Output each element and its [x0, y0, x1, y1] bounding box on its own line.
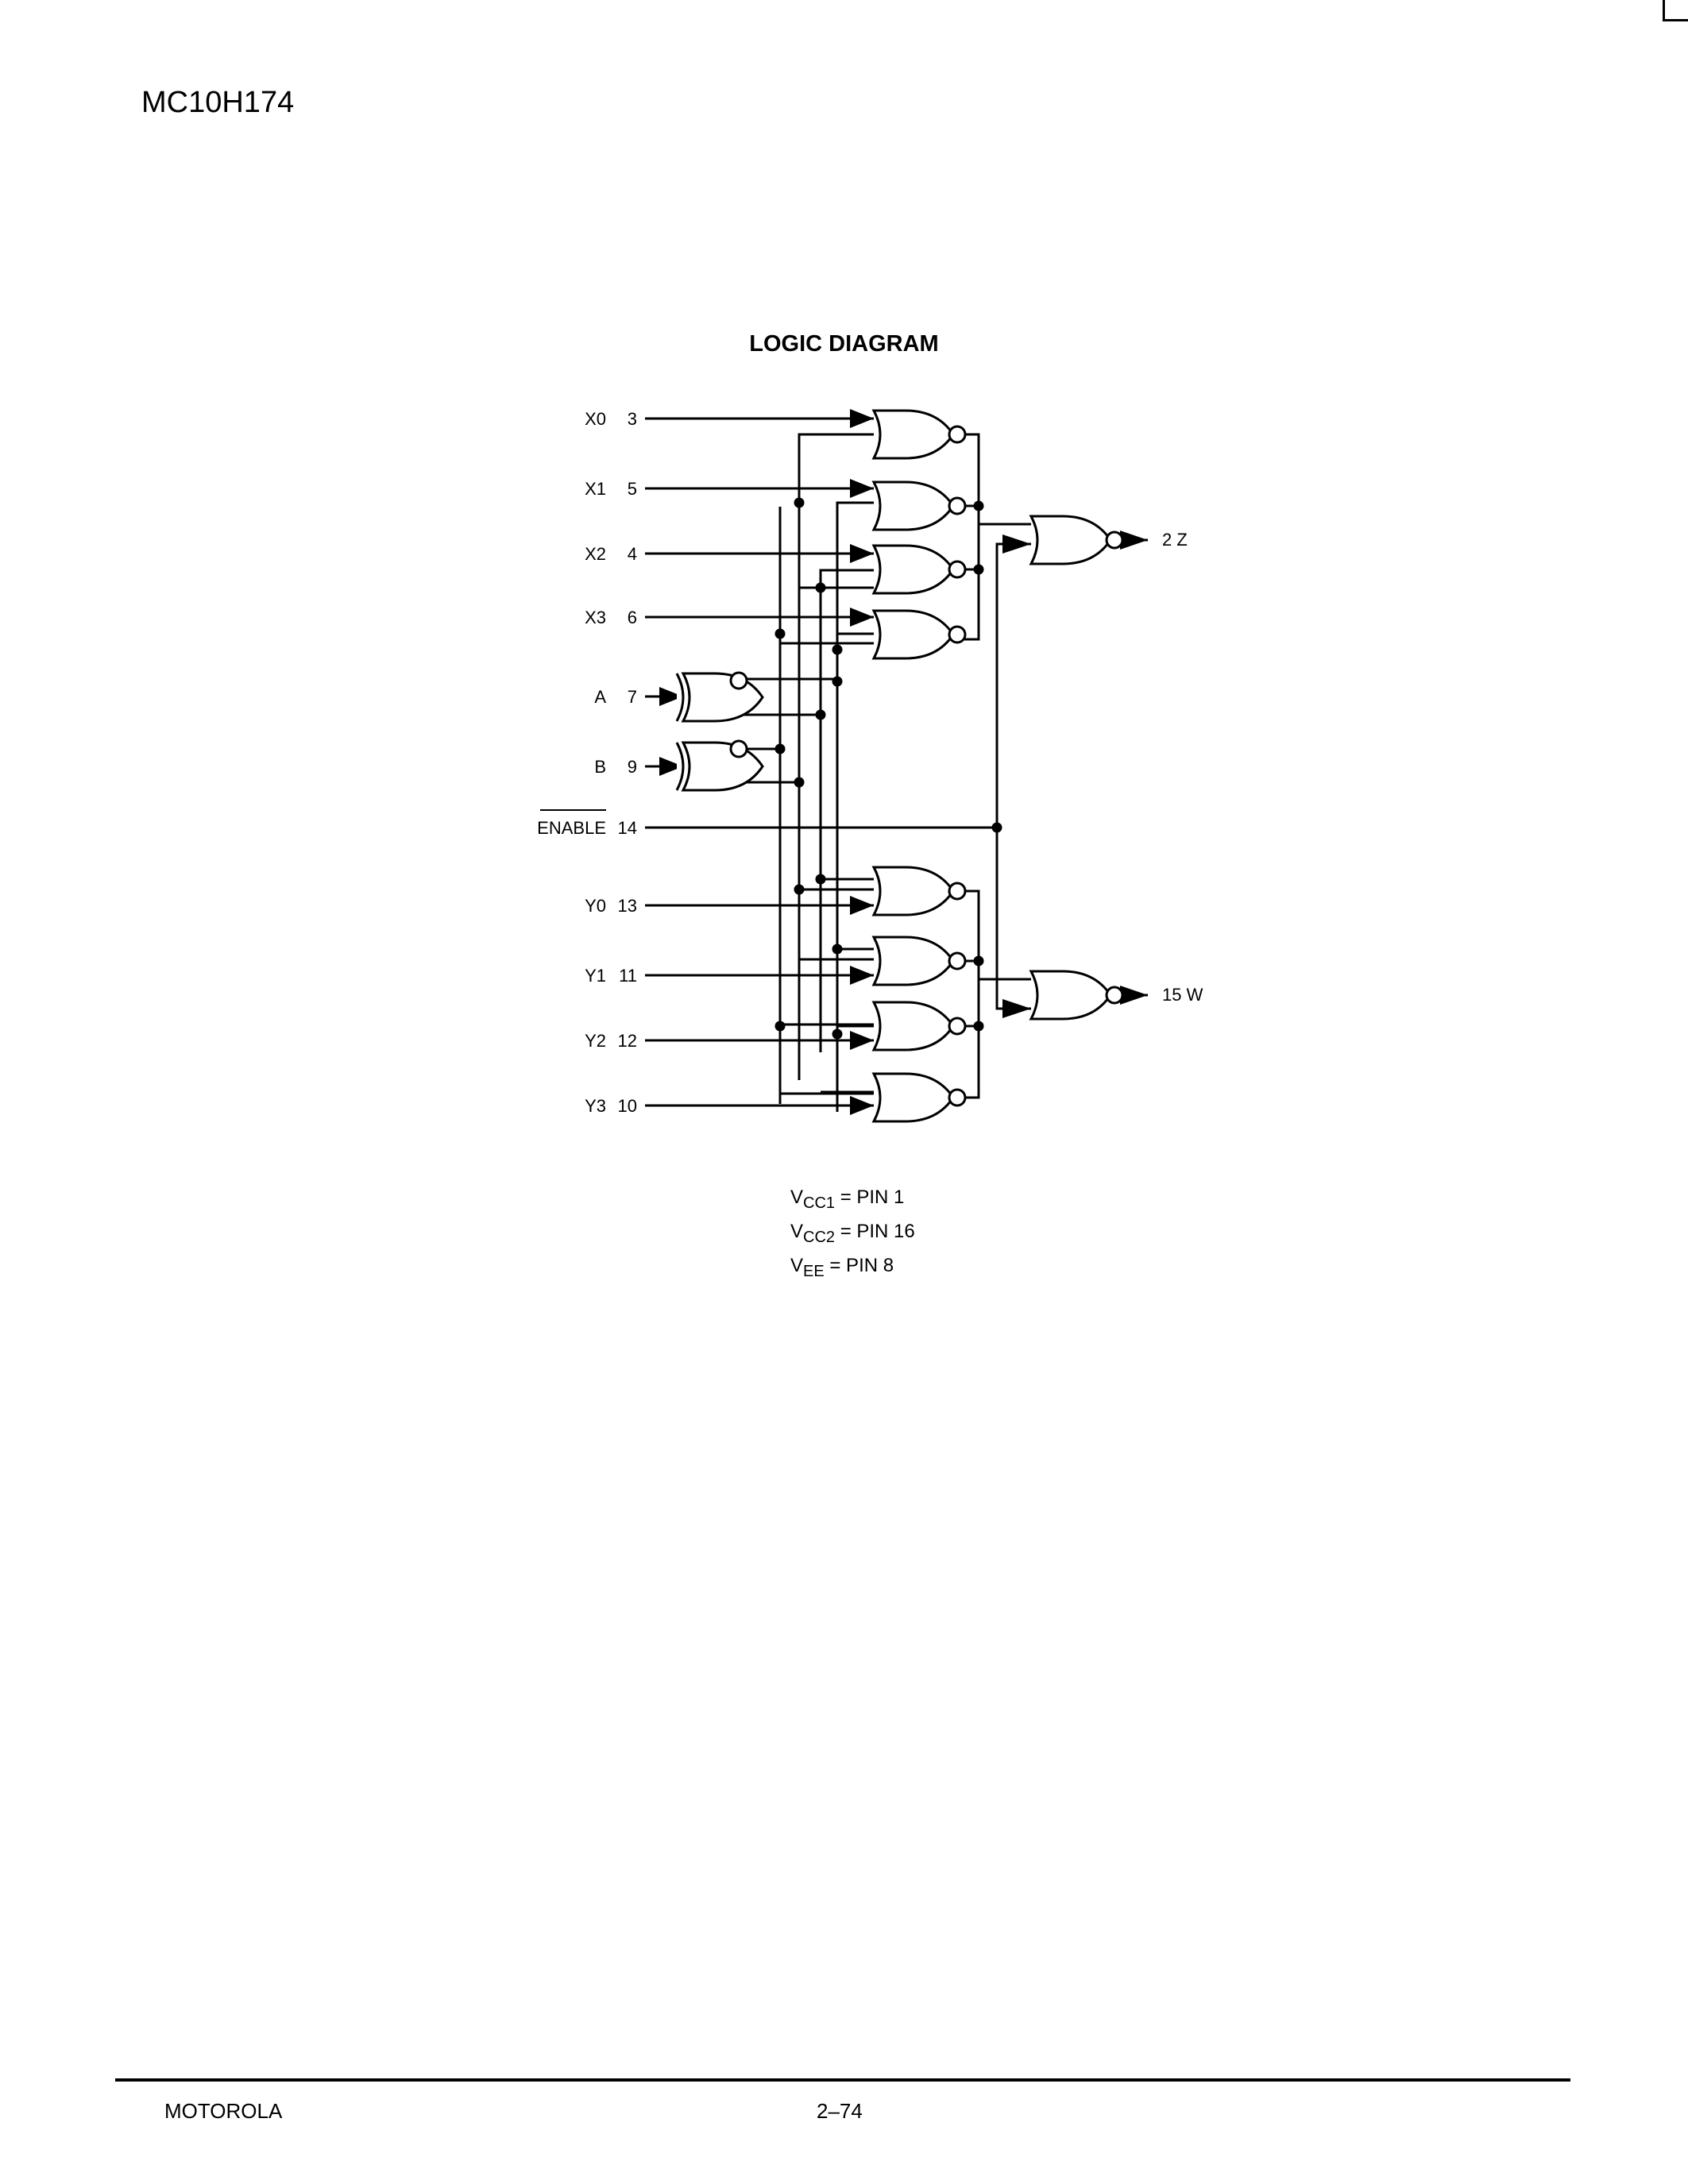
input-name-b: B [594, 757, 606, 777]
gate-out-z [1029, 515, 1124, 565]
gate-x3 [872, 609, 967, 660]
input-name-x1: X1 [585, 479, 606, 499]
footer-rule [115, 2078, 1570, 2082]
input-pin-x0: 3 [628, 409, 637, 429]
input-pin-y0: 13 [618, 896, 637, 916]
input-name-a: A [594, 687, 606, 707]
gate-x2 [872, 544, 967, 595]
input-pin-y1: 11 [619, 966, 637, 986]
input-name-enable: ENABLE [537, 818, 606, 838]
input-pin-a: 7 [628, 687, 637, 707]
input-name-y3: Y3 [585, 1096, 606, 1116]
supply-vcc2: VCC2 = PIN 16 [790, 1221, 915, 1246]
input-name-y0: Y0 [585, 896, 606, 916]
input-pin-b: 9 [628, 757, 637, 777]
input-name-y1: Y1 [585, 966, 606, 986]
supply-vcc1: VCC1 = PIN 1 [790, 1187, 905, 1212]
output-label-2z: 2 Z [1162, 530, 1188, 550]
supply-pins: VCC1 = PIN 1 VCC2 = PIN 16 VEE = PIN 8 [790, 1183, 915, 1286]
gate-y1 [872, 936, 967, 986]
gate-y0 [872, 866, 967, 916]
input-name-x3: X3 [585, 608, 606, 627]
input-pin-x1: 5 [628, 479, 637, 499]
corner-crop-mark [1663, 0, 1688, 21]
input-pin-x3: 6 [628, 608, 637, 627]
input-name-y2: Y2 [585, 1031, 606, 1051]
diagram-title: LOGIC DIAGRAM [749, 331, 939, 357]
gate-x1 [872, 480, 967, 531]
input-pin-y2: 12 [618, 1031, 637, 1051]
input-pin-y3: 10 [618, 1096, 637, 1116]
input-pin-x2: 4 [628, 544, 637, 564]
part-number: MC10H174 [141, 86, 295, 119]
gate-x0 [872, 409, 967, 460]
footer-page-number: 2–74 [817, 2099, 863, 2123]
arrowheads [659, 409, 1148, 1115]
gate-y3 [872, 1072, 967, 1123]
input-name-x0: X0 [585, 409, 606, 429]
gate-y2 [872, 1001, 967, 1051]
gate-out-w [1029, 970, 1124, 1021]
input-pin-enable: 14 [618, 818, 637, 838]
output-label-15w: 15 W [1162, 985, 1203, 1005]
supply-vee: VEE = PIN 8 [790, 1255, 894, 1280]
input-name-x2: X2 [585, 544, 606, 564]
footer-brand: MOTOROLA [164, 2099, 283, 2123]
